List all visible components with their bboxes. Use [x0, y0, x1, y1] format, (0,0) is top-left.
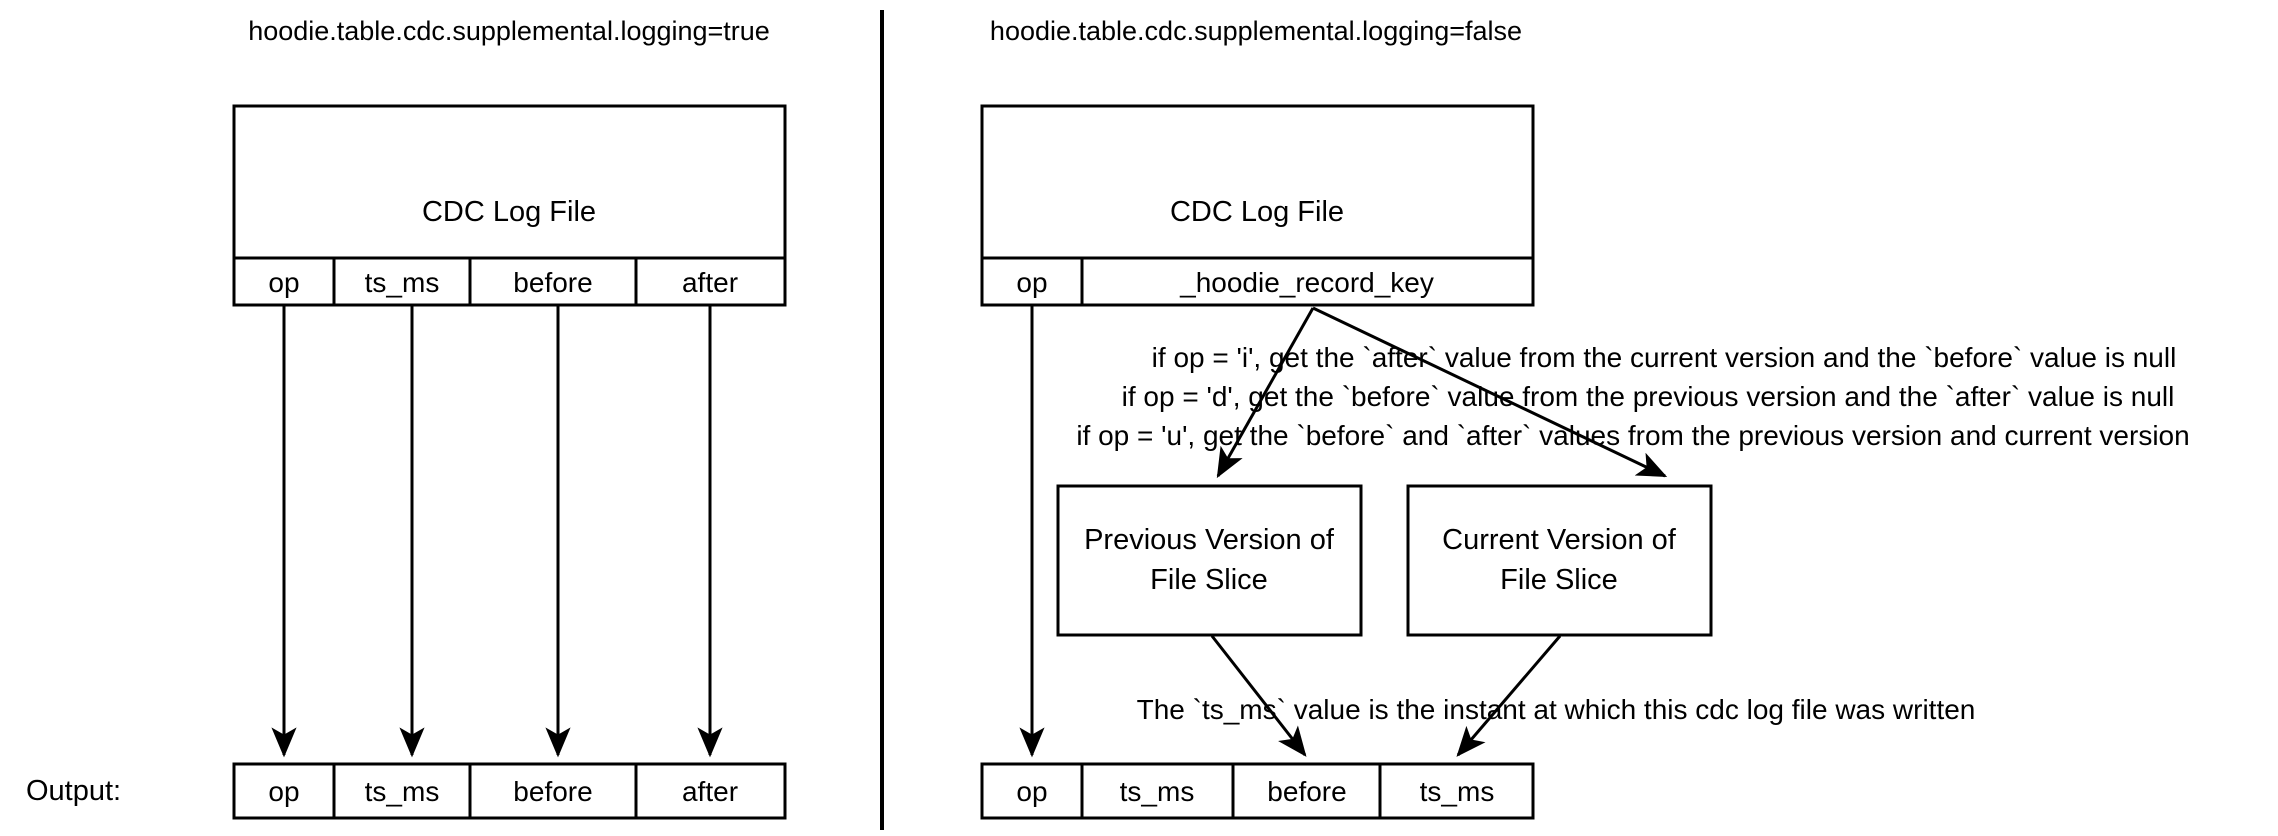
ts-ms-note: The `ts_ms` value is the instant at whic… — [1137, 694, 1976, 725]
right-cdc-log-file-box — [980, 104, 1535, 307]
right-source-cell-hoodie-record-key: _hoodie_record_key — [1179, 267, 1434, 298]
left-cdc-log-file-box — [232, 104, 787, 307]
output-label: Output: — [26, 775, 121, 807]
right-panel-title: hoodie.table.cdc.supplemental.logging=fa… — [990, 16, 1522, 46]
left-panel-title: hoodie.table.cdc.supplemental.logging=tr… — [248, 16, 770, 46]
rule-line-insert: if op = 'i', get the `after` value from … — [1152, 342, 2177, 373]
current-version-to-output-connector — [1456, 635, 1562, 757]
right-cdc-log-file-label: CDC Log File — [1170, 196, 1344, 228]
left-source-cell-op: op — [268, 267, 299, 298]
right-output-cell-before: before — [1267, 776, 1346, 807]
right-output-cell-ts-ms: ts_ms — [1120, 776, 1195, 807]
right-output-cell-ts-ms-2: ts_ms — [1420, 776, 1495, 807]
previous-version-box — [1056, 484, 1363, 637]
right-connector-to-current-version — [1312, 306, 1668, 478]
left-cdc-log-file-label: CDC Log File — [422, 196, 596, 228]
previous-version-to-output-connector — [1210, 635, 1307, 757]
current-version-box — [1406, 484, 1713, 637]
left-output-cell-before: before — [513, 776, 592, 807]
rule-line-delete: if op = 'd', get the `before` value from… — [1122, 381, 2175, 412]
previous-version-box-label-line1: Previous Version of — [1084, 524, 1335, 556]
current-version-box-label-line1: Current Version of — [1442, 524, 1677, 556]
current-version-box-label-line2: File Slice — [1500, 564, 1618, 596]
left-source-cell-ts-ms: ts_ms — [365, 267, 440, 298]
left-output-cell-after: after — [682, 776, 738, 807]
left-source-cell-before: before — [513, 267, 592, 298]
rule-line-update: if op = 'u', get the `before` and `after… — [1076, 420, 2189, 451]
left-output-cell-op: op — [268, 776, 299, 807]
previous-version-box-label-line2: File Slice — [1150, 564, 1268, 596]
right-source-cell-op: op — [1016, 267, 1047, 298]
right-connector-to-previous-version — [1216, 307, 1315, 479]
right-output-row — [980, 762, 1535, 820]
left-source-cell-after: after — [682, 267, 738, 298]
left-output-row — [232, 762, 787, 820]
left-output-cell-ts-ms: ts_ms — [365, 776, 440, 807]
right-output-cell-op: op — [1016, 776, 1047, 807]
